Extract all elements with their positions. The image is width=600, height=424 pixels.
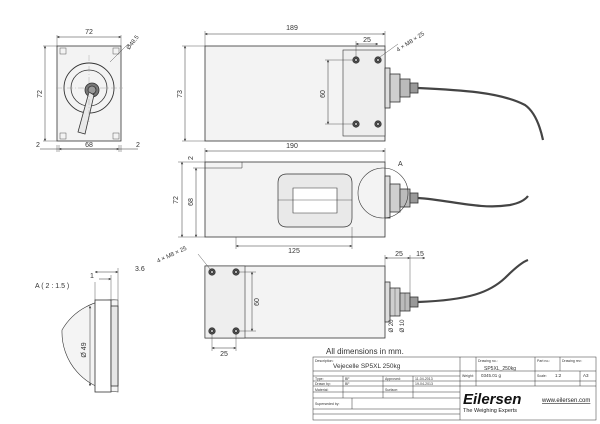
date-1: 11-04-2013 bbox=[415, 377, 433, 381]
dim-side-length: 190 bbox=[286, 143, 298, 150]
surface-label: Surface: bbox=[385, 388, 398, 392]
date-2: 19-04-2013 bbox=[415, 382, 433, 386]
dim-bottom-hole-offset: 25 bbox=[220, 351, 228, 358]
dim-bottom-offset-far: 15 bbox=[416, 251, 424, 258]
dim-bottom-dia-20: Ø 20 bbox=[389, 319, 395, 333]
top-view bbox=[182, 31, 545, 142]
drawn-by-value: BF bbox=[345, 382, 349, 386]
approved-label: Approved: bbox=[385, 377, 401, 381]
dim-front-width: 72 bbox=[85, 29, 93, 36]
scale-label: Scale: bbox=[537, 374, 547, 378]
detail-scale-label: A ( 2 : 1.5 ) bbox=[35, 283, 69, 290]
detail-marker: A bbox=[398, 161, 403, 168]
dim-bolt-circle: Ø48.5 bbox=[126, 34, 141, 51]
dim-bottom-hole-spacing: 60 bbox=[254, 298, 261, 306]
dim-bottom-holes: 4 × M8 × 25 bbox=[156, 246, 188, 265]
drawing-rev-label: Drawing rev.: bbox=[562, 359, 582, 363]
detail-view-a bbox=[61, 268, 119, 393]
dim-detail-3-6: 3.6 bbox=[135, 266, 145, 273]
weight-value: 0345.01 g bbox=[481, 373, 502, 378]
eilersen-logo: Eilersen bbox=[463, 391, 521, 408]
dim-front-base: 68 bbox=[85, 142, 93, 149]
material-label: Material: bbox=[315, 388, 328, 392]
tagline: The Weighing Experts bbox=[463, 408, 517, 414]
supersedes-label: Superseded by: bbox=[315, 402, 340, 406]
drawing-no-value: SP5XL_250kg bbox=[484, 366, 516, 372]
description-value: Vejecelle SP5XL 250kg bbox=[333, 363, 401, 370]
dim-side-height: 72 bbox=[173, 196, 180, 204]
scale-value: 1:2 bbox=[555, 373, 562, 378]
dim-bottom-offset-right: 25 bbox=[395, 251, 403, 258]
dim-top-hole-spacing: 60 bbox=[320, 90, 327, 98]
dim-front-gap-left: 2 bbox=[36, 142, 40, 149]
front-view bbox=[40, 35, 138, 152]
dim-side-span: 125 bbox=[288, 248, 300, 255]
part-no-label: Part no.: bbox=[537, 359, 550, 363]
weight-label: Weight: bbox=[462, 374, 474, 378]
type-value: BF bbox=[345, 377, 349, 381]
dim-side-inner-height: 68 bbox=[188, 198, 195, 206]
dim-front-height: 72 bbox=[37, 90, 44, 98]
dim-front-gap-right: 2 bbox=[136, 142, 140, 149]
dim-bottom-dia-10: Ø 10 bbox=[400, 319, 406, 333]
dim-top-hole-offset: 25 bbox=[363, 37, 371, 44]
dim-detail-1: 1 bbox=[90, 273, 94, 280]
description-label: Description: bbox=[315, 359, 334, 363]
dim-detail-dia: Ø 49 bbox=[81, 342, 88, 357]
sheet-size: A3 bbox=[583, 373, 589, 378]
title-block bbox=[312, 356, 597, 421]
side-view bbox=[178, 148, 529, 249]
dim-side-gap: 2 bbox=[188, 156, 195, 160]
all-dimensions-note: All dimensions in mm. bbox=[326, 347, 404, 356]
dim-top-holes: 4 × M8 × 25 bbox=[396, 31, 427, 54]
bottom-view bbox=[197, 253, 529, 351]
drawn-by-label: Drawn by: bbox=[315, 382, 331, 386]
dim-top-height: 73 bbox=[177, 90, 184, 98]
drawing-no-label: Drawing no.: bbox=[478, 359, 498, 363]
dim-top-length: 189 bbox=[286, 25, 298, 32]
website: www.eilersen.com bbox=[541, 398, 590, 404]
type-label: Type: bbox=[315, 377, 324, 381]
